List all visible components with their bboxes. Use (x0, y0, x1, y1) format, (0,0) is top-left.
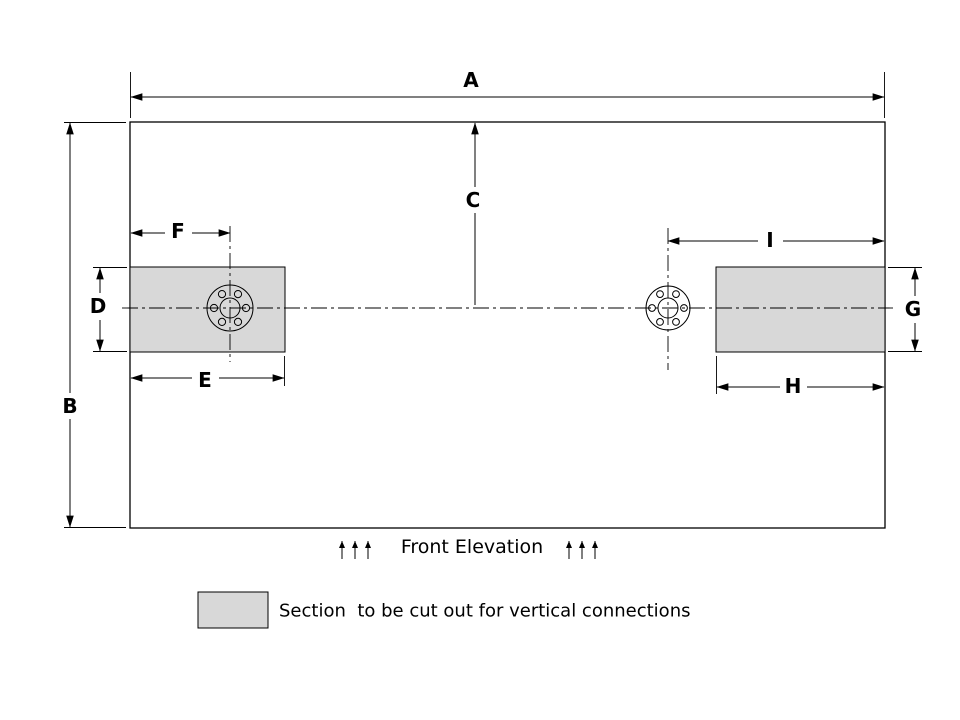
hatch-marks-right (566, 541, 598, 559)
dim-label-d-mask (85, 293, 112, 320)
legend-label: Section to be cut out for vertical conne… (279, 601, 690, 622)
flange-left-outer-circle (206, 284, 254, 332)
flange-left-bolt-icon (217, 290, 227, 299)
flange-right-bolt-icon (680, 304, 688, 312)
dim-label-a: A (463, 68, 479, 92)
legend: Section to be cut out for vertical conne… (197, 591, 690, 629)
flange-right-bolt-icon (656, 290, 664, 299)
drawing-title: Front Elevation (401, 536, 543, 558)
dim-label-i: I (766, 228, 773, 252)
dim-label-b-mask (57, 393, 83, 419)
flange-left-bore-circle (219, 297, 241, 319)
dim-label-e: E (198, 368, 212, 392)
dim-label-c: C (466, 188, 481, 212)
legend-swatch (197, 591, 269, 629)
flange-right (645, 285, 691, 331)
flange-right-outer-circle (645, 285, 691, 331)
dim-label-d: D (90, 294, 107, 318)
flange-left-bolt-icon (217, 317, 227, 326)
flange-right-bolt-icon (648, 304, 656, 312)
flange-left (206, 284, 254, 332)
flange-left-bolt-icon (233, 290, 243, 299)
dim-label-h-mask (780, 373, 807, 400)
dim-label-f-mask (165, 218, 192, 245)
flange-right-bolt-icon (672, 318, 680, 326)
dim-label-b: B (62, 394, 77, 418)
dim-label-g: G (905, 297, 921, 321)
flange-left-bolt-icon (233, 317, 243, 326)
flange-left-bolt-icon (209, 303, 219, 313)
dim-label-h: H (785, 374, 802, 398)
dim-label-g-mask (900, 296, 927, 323)
dim-label-f: F (171, 219, 185, 243)
cutout-section-right (715, 266, 886, 353)
flange-right-bore-circle (657, 297, 679, 319)
flange-left-bolt-icon (241, 303, 251, 313)
flange-right-bolt-icon (672, 290, 680, 299)
flange-right-bolt-icon (656, 318, 664, 326)
dim-label-i-mask (758, 227, 783, 254)
dim-label-e-mask (192, 367, 219, 394)
hatch-marks-left (339, 541, 371, 559)
cutout-section-left (129, 266, 286, 353)
dim-label-c-mask (460, 187, 486, 213)
